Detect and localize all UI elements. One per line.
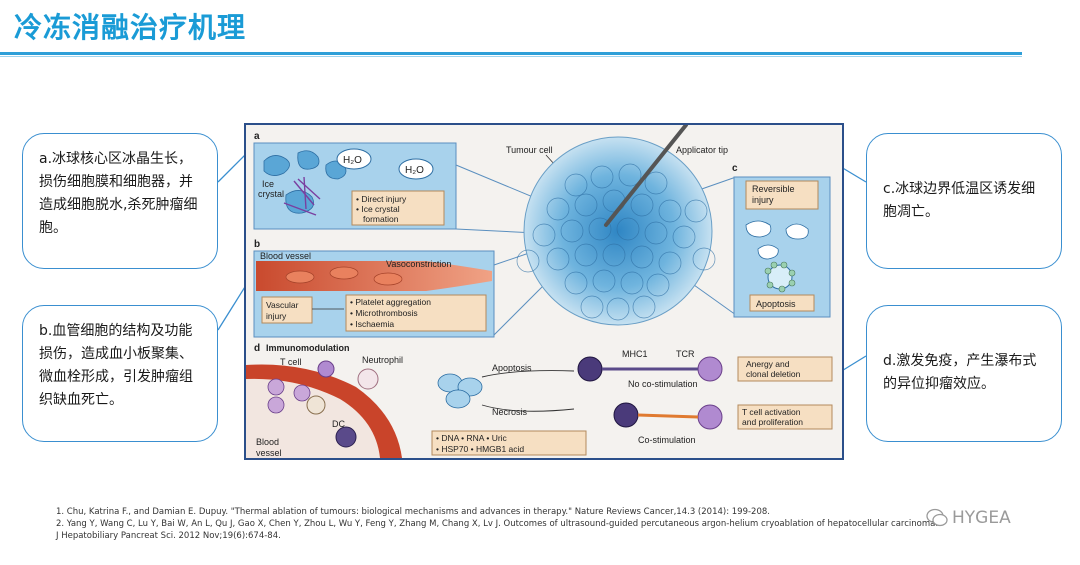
vascular-injury-box <box>261 296 313 324</box>
activation-label-2: and proliferation <box>742 417 803 427</box>
references: 1. Chu, Katrina F., and Damian E. Dupuy.… <box>56 506 1066 542</box>
panel-b-bullet-2: • Microthrombosis <box>350 308 418 318</box>
ice-crystals <box>283 176 321 216</box>
red-blood-cells <box>285 266 403 286</box>
callout-border-apoptosis: c.冰球边界低温区诱发细胞凋亡。 <box>866 133 1062 269</box>
apoptosis-box <box>749 294 815 312</box>
apc-cell-2 <box>613 402 639 428</box>
h2o-bubble-2 <box>398 158 434 180</box>
panel-d-letter: d <box>254 343 260 354</box>
apoptotic-cells <box>745 220 809 260</box>
blood-vessel-d-label-1: Blood <box>256 437 279 447</box>
costim-label: Co-stimulation <box>638 435 696 445</box>
panel-c-apoptosis-label: Apoptosis <box>756 299 796 309</box>
damp-row-1: • DNA • RNA • Uric <box>436 433 508 443</box>
neutrophil <box>357 368 379 390</box>
panel-a-bullet-2b: formation <box>363 214 399 224</box>
cryoablation-mechanism-figure: a H₂O H₂O Ice crystal • Direct injury • … <box>244 123 844 460</box>
callout-immune-response: d.激发免疫，产生瀑布式的异位抑瘤效应。 <box>866 305 1062 442</box>
blood-vessel-label: Blood vessel <box>260 251 311 261</box>
tcr-label: TCR <box>676 349 695 359</box>
dc-cell-small <box>306 395 326 415</box>
t-cell-1 <box>697 356 723 382</box>
tumour-cluster-d <box>437 373 483 409</box>
h2o-bubble-1 <box>336 148 372 170</box>
tumour-mass <box>523 136 713 326</box>
wechat-icon <box>926 508 948 527</box>
damp-row-2: • HSP70 • HMGB1 acid <box>436 444 524 454</box>
no-costim-label: No co-stimulation <box>628 379 698 389</box>
panel-b-bullet-3: • Ischaemia <box>350 319 394 329</box>
title-underline <box>0 52 1022 55</box>
vascular-label-1: Vascular <box>266 300 299 310</box>
blood-vessel-shape <box>256 261 492 291</box>
anergy-box <box>737 356 833 382</box>
panel-a-bullet-box <box>351 190 445 226</box>
applicator-probe <box>604 125 688 227</box>
apoptosis-d-label: Apoptosis <box>492 363 532 373</box>
apc-cell-1 <box>577 356 603 382</box>
neutrophil-label: Neutrophil <box>362 355 403 365</box>
panel-c-letter: c <box>732 163 738 174</box>
slide-title: 冷冻消融治疗机理 <box>14 11 247 44</box>
ice-crystal-label-1: Ice <box>262 179 274 189</box>
immunomodulation-heading: Immunomodulation <box>266 343 350 353</box>
vascular-label-2: injury <box>266 311 287 321</box>
reference-2: 2. Yang Y, Wang C, Lu Y, Bai W, An L, Qu… <box>56 519 939 529</box>
reversible-injury-box <box>745 180 819 210</box>
callout-core-ice-crystal: a.冰球核心区冰晶生长，损伤细胞膜和细胞器，并造成细胞脱水,杀死肿瘤细胞。 <box>22 133 218 269</box>
reference-1: 1. Chu, Katrina F., and Damian E. Dupuy.… <box>56 507 770 517</box>
dc-label: DC <box>332 419 345 429</box>
panel-b-bullet-box <box>345 294 487 332</box>
brand-logo: HYGEA <box>952 508 1011 528</box>
anergy-label-2: clonal deletion <box>746 369 801 379</box>
reversible-label-1: Reversible <box>752 184 795 194</box>
tumour-cell-label: Tumour cell <box>506 145 553 155</box>
t-cell <box>317 360 335 378</box>
anergy-label-1: Anergy and <box>746 359 790 369</box>
h2o-label-1: H₂O <box>343 155 362 166</box>
vasoconstriction-label: Vasoconstriction <box>386 259 451 269</box>
applicator-tip-label: Applicator tip <box>676 145 728 155</box>
dc-cell <box>335 426 357 448</box>
activation-label-1: T cell activation <box>742 407 801 417</box>
title-underline-thin <box>0 56 1022 57</box>
apoptotic-fragments <box>764 261 796 293</box>
panel-b-bullet-1: • Platelet aggregation <box>350 297 431 307</box>
activation-box <box>737 404 833 430</box>
reversible-label-2: injury <box>752 195 774 205</box>
damp-box <box>431 430 587 456</box>
t-cell-label: T cell <box>280 357 301 367</box>
mhc1-label: MHC1 <box>622 349 648 359</box>
panel-a-bullet-1: • Direct injury <box>356 194 407 204</box>
ice-crystal-label-2: crystal <box>258 189 284 199</box>
panel-a-bullet-2a: • Ice crystal <box>356 204 400 214</box>
panel-a-letter: a <box>254 131 260 142</box>
tumour-cell-outlines <box>516 163 716 321</box>
h2o-label-2: H₂O <box>405 165 424 176</box>
necrosis-label: Necrosis <box>492 407 528 417</box>
blood-cells-d <box>267 378 311 414</box>
panel-b-letter: b <box>254 239 260 250</box>
reference-2-cont: J Hepatobiliary Pancreat Sci. 2012 Nov;1… <box>56 531 281 541</box>
callout-vascular-injury: b.血管细胞的结构及功能损伤，造成血小板聚集、微血栓形成，引发肿瘤组织缺血死亡。 <box>22 305 218 442</box>
t-cell-2 <box>697 404 723 430</box>
blood-vessel-d-label-2: vessel <box>256 448 282 458</box>
